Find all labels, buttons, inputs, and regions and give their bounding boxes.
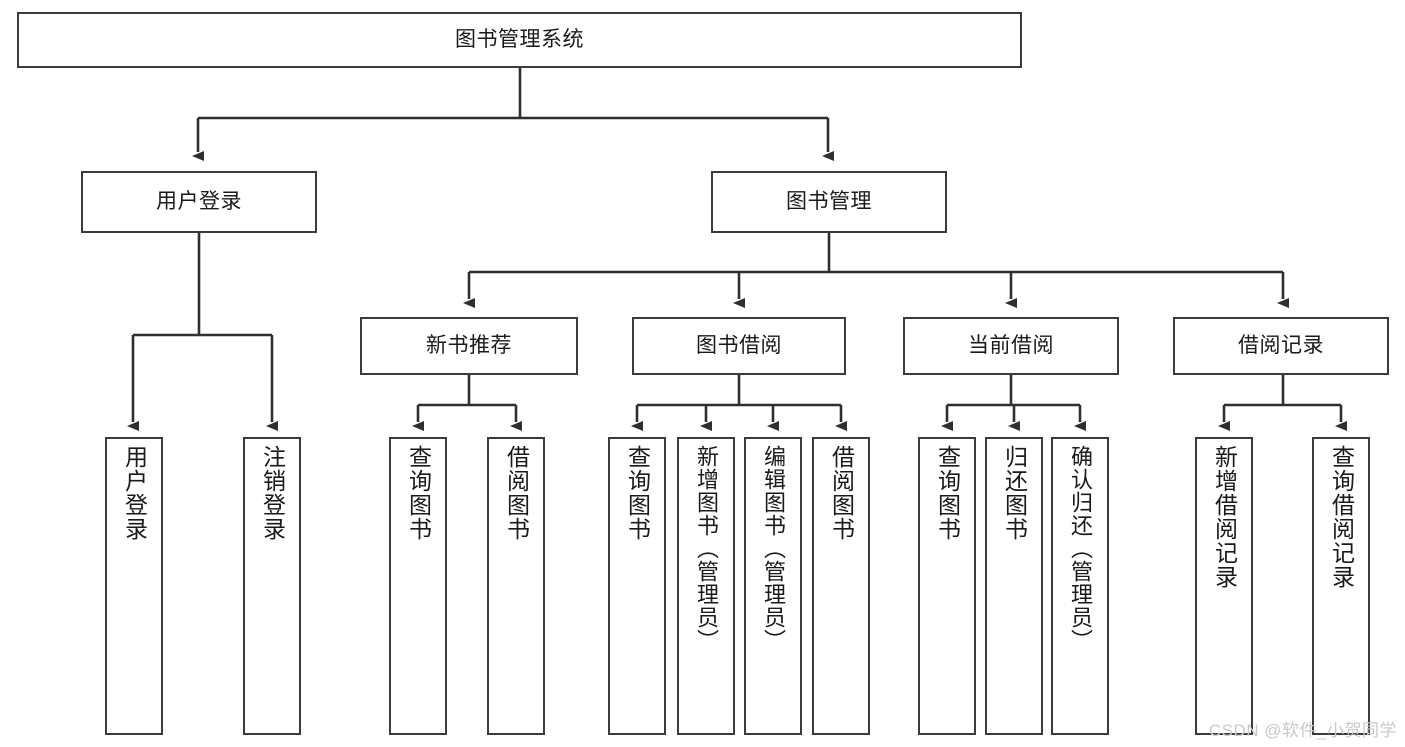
node-leaf-borrow-record-1[interactable]: 新增借阅记录	[1195, 437, 1253, 735]
node-leaf-book-borrow-3-label: 编辑图书（管理员）	[761, 445, 786, 652]
node-leaf-book-borrow-1-label: 查询图书	[624, 445, 651, 541]
node-root[interactable]: 图书管理系统	[17, 12, 1022, 68]
node-leaf-borrow-record-2[interactable]: 查询借阅记录	[1312, 437, 1370, 735]
node-leaf-book-borrow-1[interactable]: 查询图书	[608, 437, 666, 735]
node-leaf-user-login-1[interactable]: 用户登录	[105, 437, 163, 735]
node-borrow-record[interactable]: 借阅记录	[1173, 317, 1389, 375]
node-leaf-current-borrow-3[interactable]: 确认归还（管理员）	[1051, 437, 1109, 735]
node-current-borrow[interactable]: 当前借阅	[903, 317, 1119, 375]
node-leaf-new-book-2-label: 借阅图书	[503, 445, 530, 541]
node-leaf-borrow-record-2-label: 查询借阅记录	[1328, 445, 1355, 589]
node-leaf-user-login-2-label: 注销登录	[259, 445, 286, 541]
node-user-login[interactable]: 用户登录	[81, 171, 317, 233]
node-borrow-record-label: 借阅记录	[1238, 333, 1324, 357]
node-leaf-current-borrow-1[interactable]: 查询图书	[918, 437, 976, 735]
node-book-manage-label: 图书管理	[786, 189, 872, 213]
node-new-book-recommend[interactable]: 新书推荐	[360, 317, 578, 375]
node-leaf-borrow-record-1-label: 新增借阅记录	[1211, 445, 1238, 589]
node-book-manage[interactable]: 图书管理	[711, 171, 947, 233]
node-leaf-book-borrow-2[interactable]: 新增图书（管理员）	[677, 437, 735, 735]
node-leaf-book-borrow-4[interactable]: 借阅图书	[812, 437, 870, 735]
node-leaf-user-login-2[interactable]: 注销登录	[243, 437, 301, 735]
node-new-book-recommend-label: 新书推荐	[426, 333, 512, 357]
node-current-borrow-label: 当前借阅	[968, 333, 1054, 357]
node-leaf-new-book-2[interactable]: 借阅图书	[487, 437, 545, 735]
node-leaf-new-book-1-label: 查询图书	[405, 445, 432, 541]
node-book-borrow-label: 图书借阅	[696, 333, 782, 357]
node-leaf-current-borrow-2-label: 归还图书	[1001, 445, 1028, 541]
node-leaf-book-borrow-3[interactable]: 编辑图书（管理员）	[744, 437, 802, 735]
node-leaf-book-borrow-2-label: 新增图书（管理员）	[694, 445, 719, 652]
node-leaf-book-borrow-4-label: 借阅图书	[828, 445, 855, 541]
node-leaf-new-book-1[interactable]: 查询图书	[389, 437, 447, 735]
node-leaf-user-login-1-label: 用户登录	[121, 445, 148, 541]
node-root-label: 图书管理系统	[455, 27, 584, 51]
node-book-borrow[interactable]: 图书借阅	[632, 317, 846, 375]
node-user-login-label: 用户登录	[156, 189, 242, 213]
node-leaf-current-borrow-1-label: 查询图书	[934, 445, 961, 541]
node-leaf-current-borrow-3-label: 确认归还（管理员）	[1068, 445, 1093, 652]
node-leaf-current-borrow-2[interactable]: 归还图书	[985, 437, 1043, 735]
